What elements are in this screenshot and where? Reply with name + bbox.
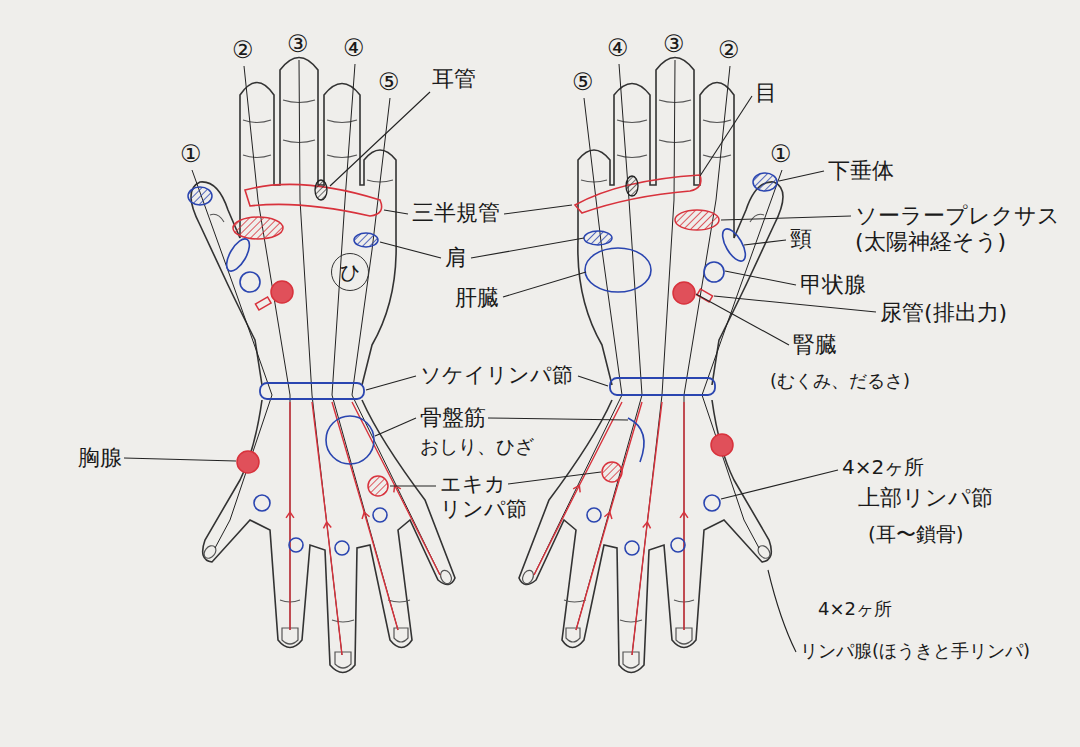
- thyroid-mark: [240, 272, 260, 292]
- shoulder-mark: [584, 231, 612, 245]
- part-label: 下垂体: [828, 158, 894, 184]
- pelvis-mark: [326, 416, 374, 464]
- callout-number: ①: [770, 140, 792, 169]
- pelvis-mark: [628, 418, 644, 462]
- count-label: 4×2ヶ所: [818, 598, 892, 620]
- part-label: エキカ リンパ節: [440, 472, 535, 522]
- part-label: 三半規管: [412, 200, 500, 226]
- pituitary-mark: [188, 187, 212, 205]
- node-text: ひ: [340, 261, 360, 283]
- groin-band: [260, 383, 364, 399]
- solar-plexus-mark: [675, 210, 719, 230]
- thymus-mark: [237, 451, 259, 473]
- kidney-mark: [673, 282, 695, 304]
- neck-mark: [222, 235, 254, 274]
- callout-number: ⑤: [378, 68, 400, 97]
- ureter-mark: [255, 297, 271, 310]
- kidney-mark: [271, 281, 293, 303]
- part-label: 耳管: [432, 66, 476, 92]
- back-hand-outline: [203, 400, 455, 673]
- thyroid-mark: [704, 262, 724, 282]
- part-label: 胸腺: [78, 445, 122, 471]
- solar-plexus-mark: [233, 217, 283, 239]
- part-label: ソーラープレクサス (太陽神経そう): [855, 203, 1070, 256]
- lymph-marks: [254, 495, 387, 555]
- meridian-lines: [192, 60, 440, 655]
- note-label: おしり、ひざ: [420, 435, 534, 458]
- canal-region: [245, 184, 382, 216]
- canal-region: [575, 175, 701, 213]
- part-label: 上部リンパ節: [858, 485, 993, 511]
- axilla-mark: [602, 462, 622, 482]
- liver-mark: [585, 248, 651, 292]
- axilla-mark: [368, 476, 388, 496]
- part-label: 尿管(排出力): [880, 300, 1007, 326]
- callout-number: ②: [718, 36, 740, 65]
- circle-node: ひ: [331, 253, 369, 291]
- flow-arrows: [290, 402, 440, 655]
- count-label: 4×2ヶ所: [842, 455, 924, 479]
- thymus-mark: [711, 434, 733, 456]
- note-label: (耳〜鎖骨): [868, 522, 964, 546]
- callout-number: ①: [180, 140, 202, 169]
- part-label: 頸: [790, 226, 812, 252]
- part-label: 腎臓: [793, 332, 837, 358]
- part-label: 目: [755, 80, 777, 106]
- hand-pair: [191, 58, 455, 673]
- callout-number: ③: [287, 30, 309, 59]
- callout-number: ④: [607, 34, 629, 63]
- part-label: リンパ腺(ほうきと手リンパ): [800, 640, 1030, 662]
- pituitary-mark: [753, 173, 777, 191]
- callout-number: ⑤: [572, 68, 594, 97]
- callout-number: ②: [232, 36, 254, 65]
- nails: [202, 543, 454, 668]
- palm-outline: [191, 58, 396, 386]
- lymph-marks: [587, 495, 720, 555]
- shoulder-mark: [354, 233, 378, 247]
- note-label: (むくみ、だるさ): [770, 370, 910, 392]
- ear-tube-mark: [626, 176, 638, 196]
- part-label: 肩: [445, 245, 467, 271]
- part-label: ソケイリンパ節: [420, 363, 573, 388]
- groin-band: [610, 378, 715, 395]
- leader-lines: [124, 92, 876, 652]
- callout-number: ④: [343, 34, 365, 63]
- part-label: 甲状腺: [800, 272, 866, 298]
- ear-tube-mark: [315, 180, 327, 200]
- part-label: 骨盤筋: [420, 405, 486, 431]
- part-label: 肝臓: [455, 285, 499, 311]
- callout-number: ③: [663, 30, 685, 59]
